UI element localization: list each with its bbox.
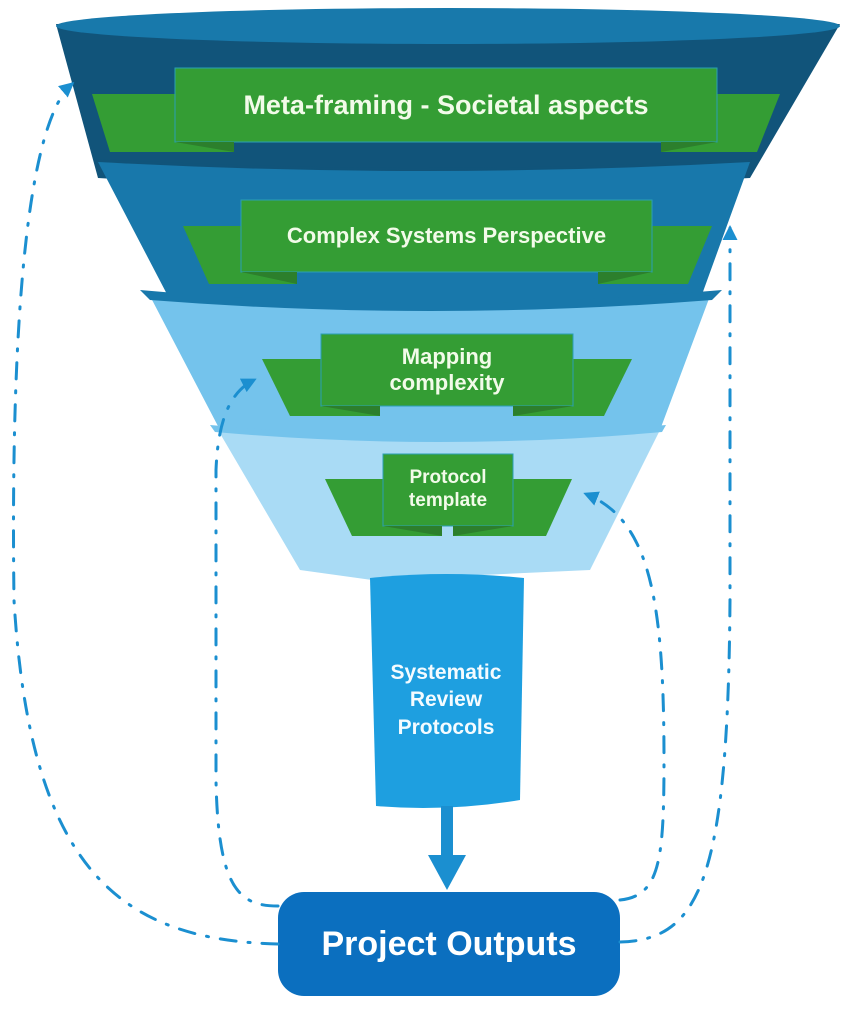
feedback-arrow-mapping-complexity bbox=[214, 378, 280, 908]
banner-mapping-complexity bbox=[262, 333, 632, 416]
funnel-spout bbox=[370, 574, 524, 808]
funnel-rim bbox=[56, 8, 840, 44]
spout-label: Systematic Review Protocols bbox=[372, 640, 520, 760]
flow-arrow bbox=[428, 806, 466, 890]
feedback-arrow-protocol-template bbox=[583, 491, 666, 902]
project-outputs-label: Project Outputs bbox=[321, 924, 577, 963]
banner-meta-framing bbox=[92, 67, 780, 152]
spout-line-3: Protocols bbox=[397, 715, 495, 739]
project-outputs-box bbox=[278, 892, 620, 996]
banner-protocol-template bbox=[325, 453, 572, 536]
spout-line-2: Review bbox=[409, 688, 483, 712]
spout-line-1: Systematic bbox=[390, 661, 502, 685]
banner-complex-systems bbox=[183, 199, 712, 284]
feedback-arrow-meta-framing bbox=[11, 82, 280, 946]
